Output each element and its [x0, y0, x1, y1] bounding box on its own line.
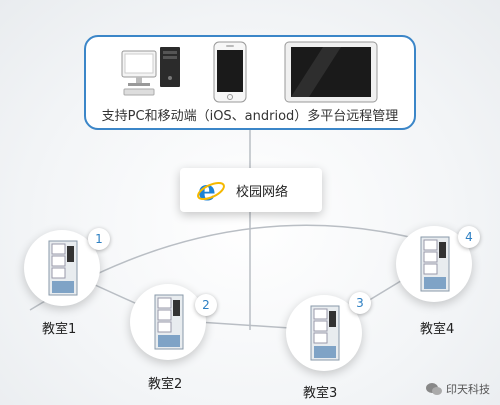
devices-caption: 支持PC和移动端（iOS、andriod）多平台远程管理	[101, 109, 399, 124]
classroom-4-label: 教室4	[420, 322, 455, 337]
ie-browser-icon: e	[197, 176, 225, 204]
cabinet-icon	[420, 236, 450, 292]
classroom-2-node	[130, 284, 206, 360]
classroom-3-label: 教室3	[303, 386, 338, 401]
watermark-text: 印天科技	[446, 383, 490, 396]
classroom-1-label: 教室1	[42, 322, 77, 337]
tablet-icon	[284, 41, 378, 103]
smartphone-icon	[213, 41, 247, 103]
classroom-4-badge: 4	[458, 226, 480, 248]
network-label: 校园网络	[236, 185, 289, 200]
classroom-2-badge: 2	[195, 294, 217, 316]
watermark: 印天科技	[426, 381, 490, 397]
cabinet-icon	[48, 240, 78, 296]
wechat-icon	[426, 383, 442, 395]
desktop-pc-icon	[121, 47, 180, 96]
classroom-1-node	[24, 230, 100, 306]
classroom-2-label: 教室2	[148, 377, 183, 392]
cabinet-icon	[310, 305, 340, 361]
classroom-3-node	[286, 295, 362, 371]
campus-network-card: e 校园网络	[180, 168, 322, 212]
classroom-3-badge: 3	[349, 292, 371, 314]
cabinet-icon	[154, 294, 184, 350]
classroom-1-badge: 1	[88, 228, 110, 250]
